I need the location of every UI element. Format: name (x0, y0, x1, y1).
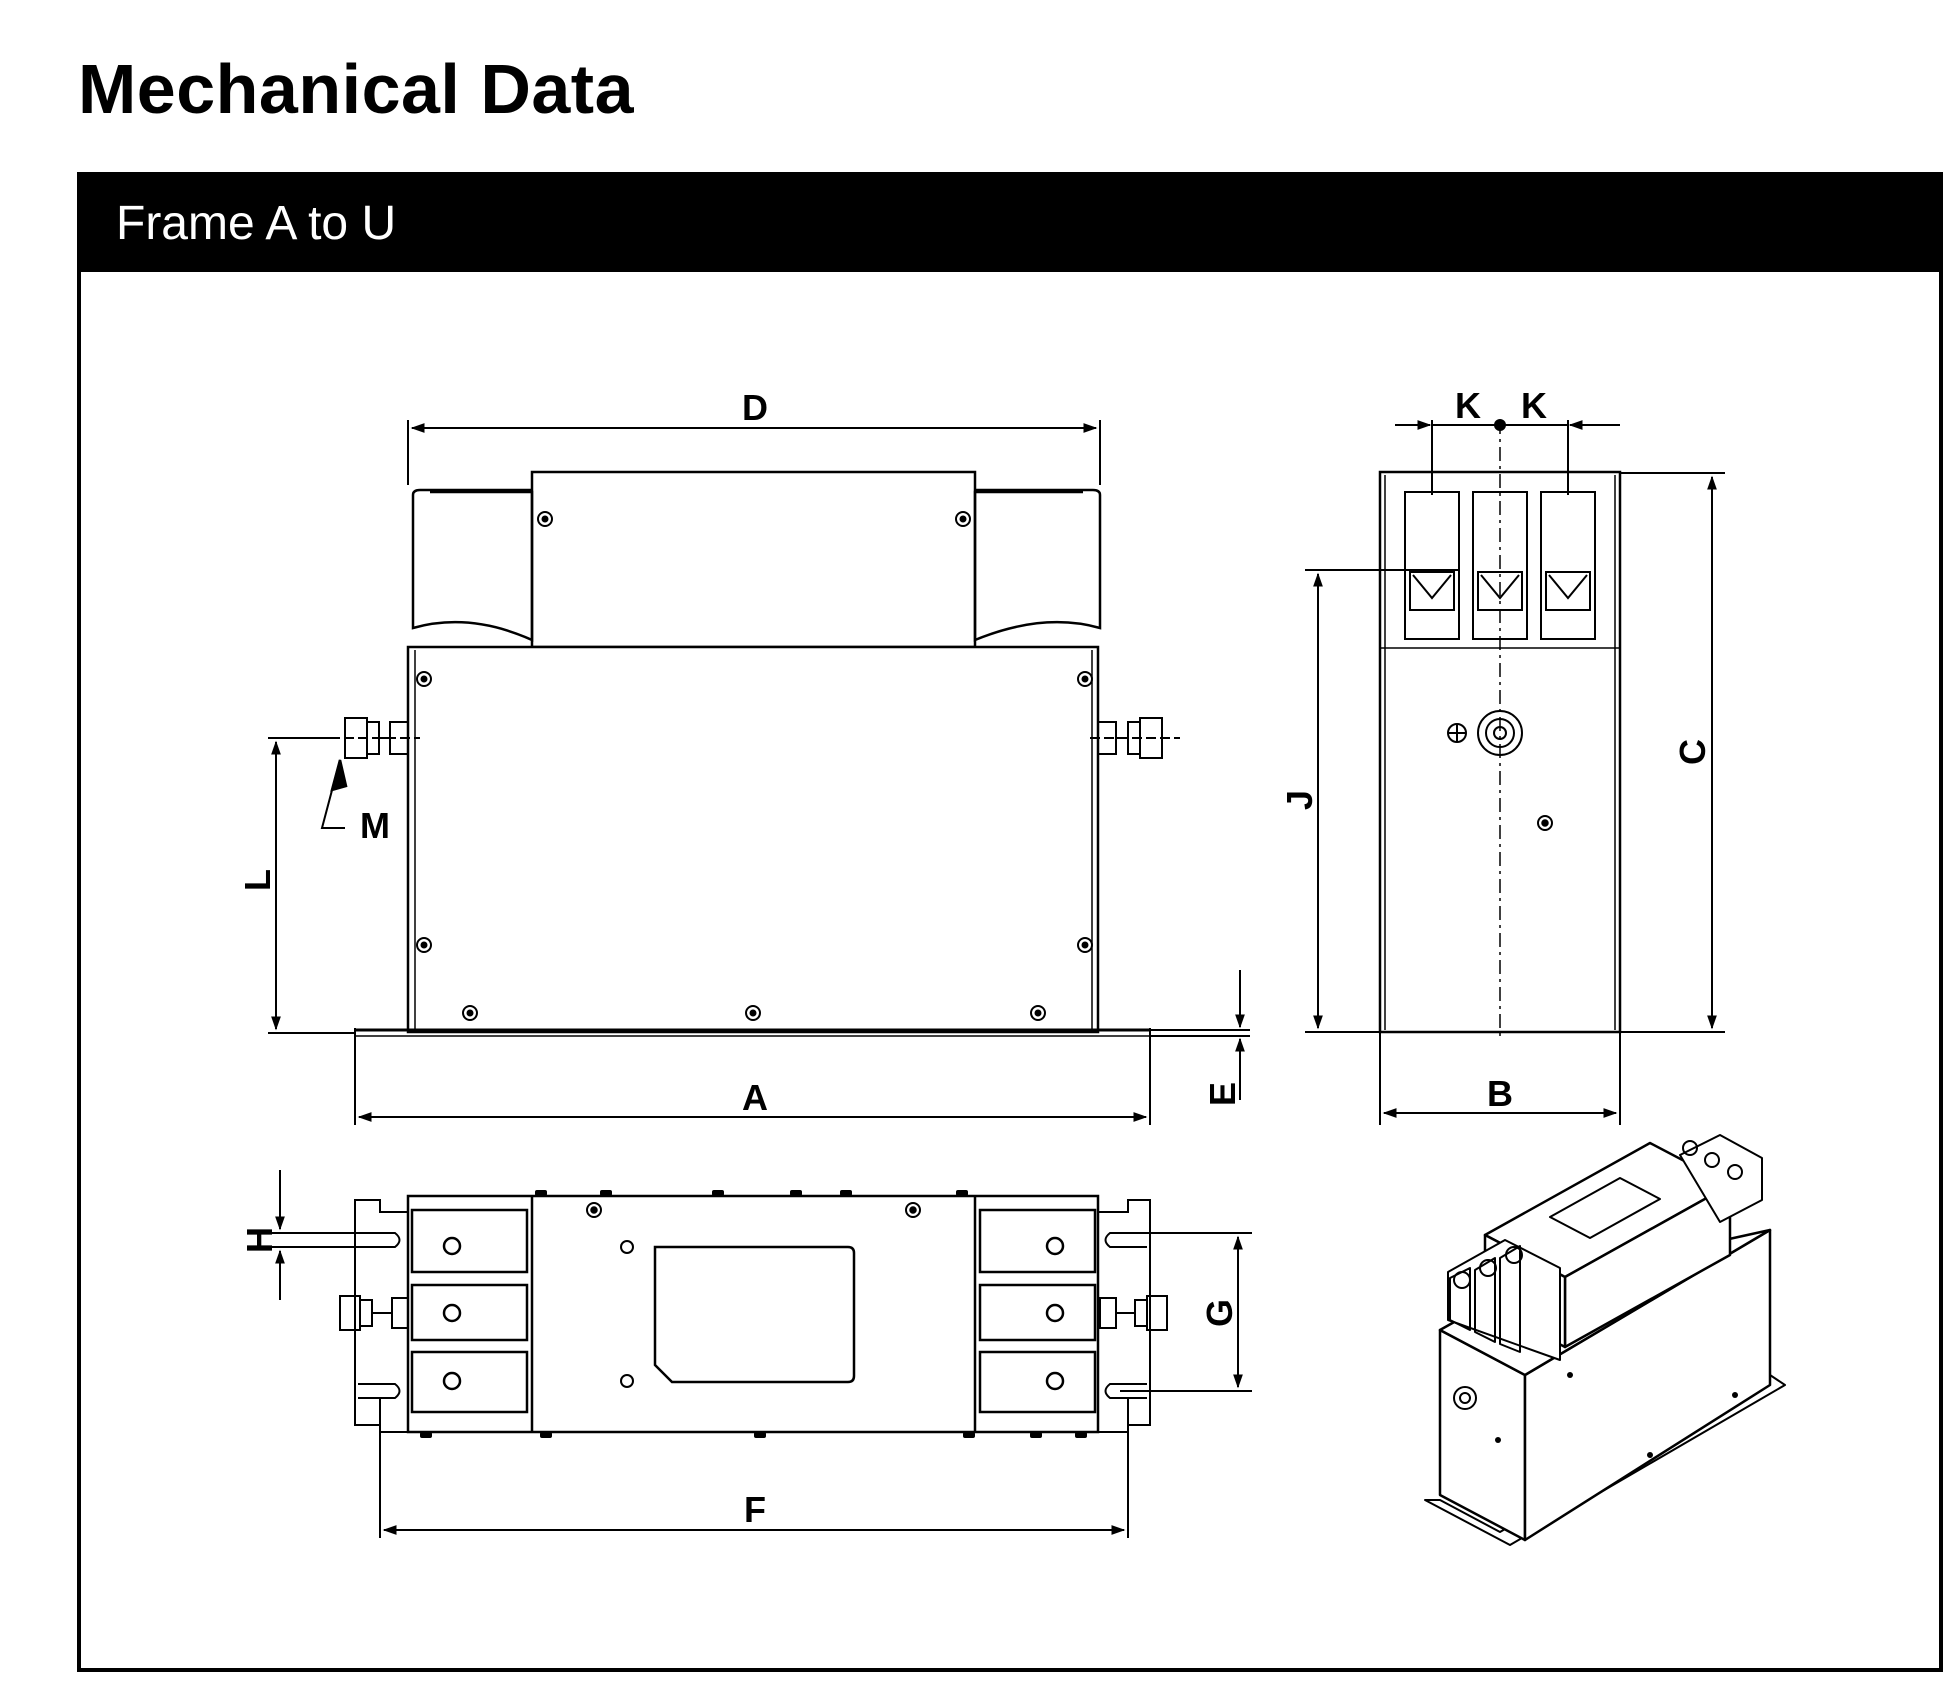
dim-label-m: M (360, 805, 390, 846)
top-view (339, 1190, 1168, 1438)
right-bolt (1090, 717, 1180, 759)
left-bolt (330, 717, 420, 759)
frame-title: Frame A to U (116, 197, 397, 250)
dim-label-k-left: K (1455, 385, 1481, 426)
dim-label-l: L (237, 869, 278, 891)
k-center-dot (1494, 419, 1506, 431)
front-view (320, 470, 1180, 1037)
front-screws (416, 511, 1093, 1021)
isometric-view (1424, 1134, 1786, 1546)
page-title: Mechanical Data (78, 50, 635, 128)
dim-label-d: D (742, 387, 768, 428)
dim-label-h: H (239, 1227, 280, 1253)
side-view (1378, 420, 1622, 1040)
dim-label-e: E (1202, 1082, 1243, 1106)
dim-label-c: C (1672, 739, 1713, 765)
dim-label-b: B (1487, 1073, 1513, 1114)
side-dimensions (1305, 420, 1725, 1125)
dim-label-j: J (1279, 790, 1320, 810)
dim-label-g: G (1199, 1299, 1240, 1327)
top-dimensions (268, 1170, 1252, 1538)
dim-label-k-right: K (1521, 385, 1547, 426)
frame-header: Frame A to U (81, 176, 1939, 272)
front-dimensions (268, 420, 1250, 1125)
dim-label-a: A (742, 1077, 768, 1118)
dim-label-f: F (744, 1489, 766, 1530)
